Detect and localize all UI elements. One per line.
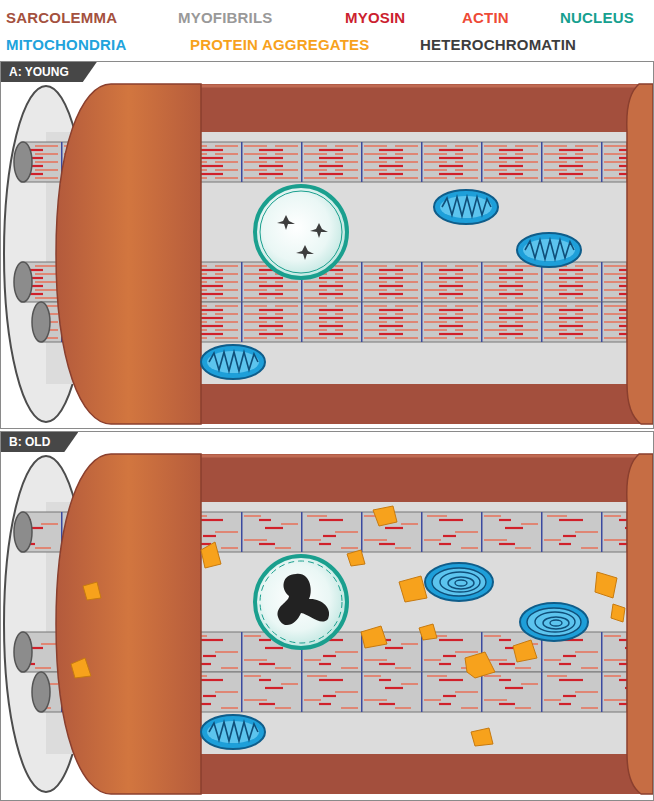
legend-label: MYOSIN [345,9,405,26]
legend-label: MYOFIBRILS [178,9,273,26]
mitochondrion [425,563,493,601]
legend-entry: SARCOLEMMA [6,9,117,27]
mitochondrion [201,345,265,379]
legend-label: NUCLEUS [560,9,634,26]
nucleus [255,186,347,278]
legend-entry: MITOCHONDRIA [6,36,126,54]
legend-label: MITOCHONDRIA [6,36,126,53]
protein-aggregate [611,604,625,622]
mitochondrion [434,190,498,224]
sarcolemma [56,454,653,794]
mitochondrion [520,603,588,641]
nucleus [255,556,347,648]
legend-entry: ACTIN [462,9,509,27]
old-fiber-illustration [1,432,653,798]
panel: A: YOUNG [0,61,654,429]
protein-aggregate [201,542,221,568]
legend-label: HETEROCHROMATIN [420,36,576,53]
young-fiber-illustration [1,62,653,428]
protein-aggregate [419,624,437,640]
sarcolemma [56,84,653,424]
heterochromatin [277,215,295,230]
heterochromatin [277,215,328,260]
mitochondrion [201,563,588,749]
protein-aggregate [373,506,397,526]
legend-label: SARCOLEMMA [6,9,117,26]
panel-tab: B: OLD [1,432,78,452]
protein-aggregate [399,576,427,602]
panel: B: OLD [0,431,654,801]
nucleus [260,191,342,273]
legend-entry: HETEROCHROMATIN [420,36,576,54]
nucleus [260,561,342,643]
nucleus [255,186,347,278]
heterochromatin [278,574,330,625]
mitochondrion [201,190,581,379]
heterochromatin [296,245,314,260]
legend: SARCOLEMMA MYOFIBRILS MYOSIN ACTIN NUCLEUS MI… [0,0,654,60]
heterochromatin [310,223,328,238]
protein-aggregate [83,582,101,600]
mitochondrion [201,715,265,749]
panel-tab: A: YOUNG [1,62,97,82]
legend-entry: MYOSIN [345,9,405,27]
myofibril [14,142,50,342]
legend-label: ACTIN [462,9,509,26]
protein-aggregate [595,572,617,598]
myofibril [14,512,50,712]
mitochondrion [517,233,581,267]
protein-aggregate [471,728,493,746]
legend-entry: NUCLEUS [560,9,634,27]
legend-entry: PROTEIN AGGREGATES [190,36,369,54]
protein-aggregate [465,652,495,678]
legend-label: PROTEIN AGGREGATES [190,36,369,53]
protein-aggregate [347,550,365,566]
protein-aggregate [513,640,537,662]
protein-aggregate [361,626,387,648]
protein-aggregate [71,506,625,746]
protein-aggregate [71,658,91,678]
nucleus [255,556,347,648]
legend-entry: MYOFIBRILS [178,9,273,27]
